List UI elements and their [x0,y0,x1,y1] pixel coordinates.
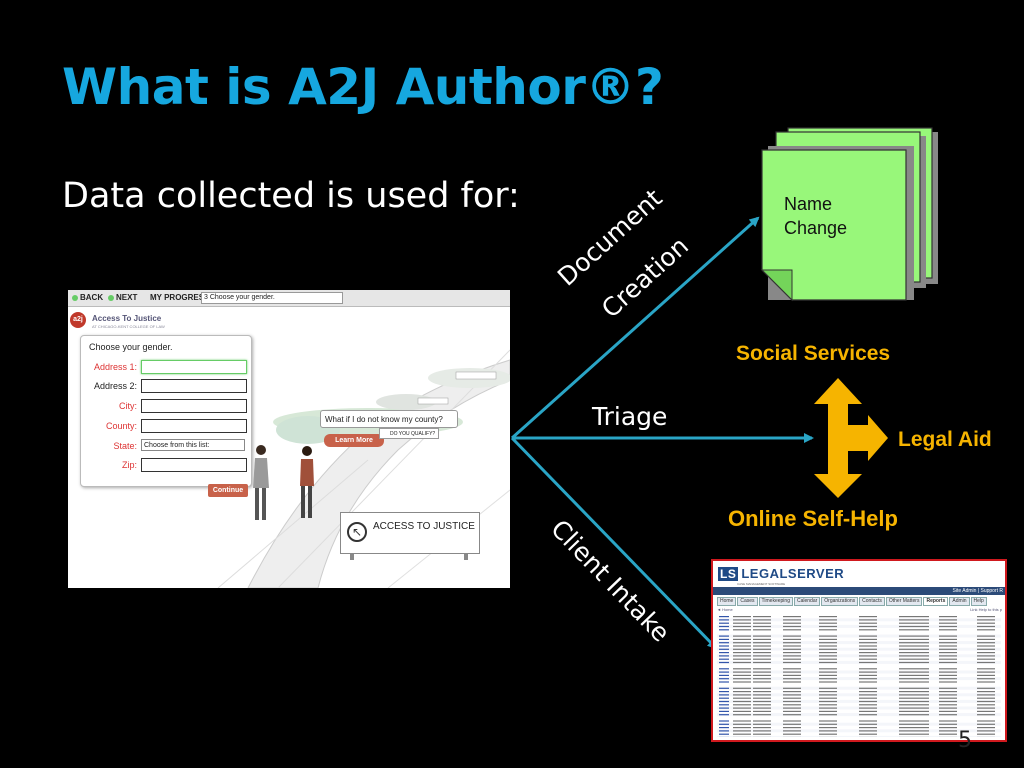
address1-label: Address 1: [93,362,137,372]
tab-calendar[interactable]: Calendar [793,597,821,606]
legalserver-tagline: CASE MANAGEMENT SOFTWARE [737,582,786,586]
a2j-back-button[interactable]: BACK [72,293,103,302]
address2-label: Address 2: [93,381,137,391]
document-title-line2: Change [784,218,848,238]
tab-reports[interactable]: Reports [923,597,949,606]
sign-text: ACCESS TO JUSTICE [373,521,475,532]
learn-more-button[interactable]: Learn More [324,434,384,447]
person-figure-left [253,445,269,520]
slide-subtitle: Data collected is used for: [62,176,520,216]
address1-input[interactable] [141,360,247,374]
tab-cases[interactable]: Cases [737,597,758,606]
city-label: City: [119,401,137,411]
city-input[interactable] [141,399,247,413]
tab-help[interactable]: Help [970,597,987,606]
help-question-bubble: What if I do not know my county? [320,410,458,428]
document-stack-icon [760,127,938,302]
legalserver-report-table [717,615,1001,737]
arrow-up-left-icon: ↖ [347,522,367,542]
triage-label: Triage [592,402,668,431]
address1-row: Address 1: [85,360,247,374]
a2j-progress-select[interactable]: 3 Choose your gender. [201,292,343,304]
zip-input[interactable] [141,458,247,472]
document-creation-arrow [511,216,760,440]
a2j-org-subtitle: AT CHICAGO-KENT COLLEGE OF LAW [92,324,165,329]
client-intake-arrow [510,436,718,650]
a2j-org-name: Access To Justice [92,314,162,323]
city-row: City: [85,399,247,413]
qualify-sign: DO YOU QUALIFY? [379,428,439,439]
a2j-top-navbar: BACK NEXT MY PROGRESS 3 Choose your gend… [68,290,510,307]
state-select[interactable]: Choose from this list: [141,439,245,451]
a2j-progress-label: MY PROGRESS [150,293,210,302]
access-to-justice-sign: ↖ ACCESS TO JUSTICE [340,512,480,554]
legalserver-breadcrumb[interactable]: ◄ Home [717,607,733,612]
a2j-logo-icon: a2j [70,312,86,328]
legal-aid-label: Legal Aid [898,428,992,451]
address2-input[interactable] [141,379,247,393]
slide-title: What is A2J Author®? [62,58,664,116]
tab-other-matters[interactable]: Other Matters [885,597,923,606]
address2-row: Address 2: [85,379,247,393]
tab-timekeeping[interactable]: Timekeeping [758,597,793,606]
branch-arrow-icon [814,378,888,498]
a2j-question-panel: Choose your gender. Address 1: Address 2… [80,335,252,487]
online-self-help-label: Online Self-Help [728,506,898,531]
page-number: 5 [958,728,972,753]
legalserver-header-bar [713,587,1005,595]
document-title-line1: Name [784,194,833,214]
document-card: Name Change [762,160,902,280]
tab-home[interactable]: Home [717,597,737,606]
a2j-screenshot: BACK NEXT MY PROGRESS 3 Choose your gend… [68,290,510,588]
legalserver-help-link[interactable]: Link Help to this p [970,607,1002,612]
social-services-label: Social Services [736,342,891,365]
tab-organizations[interactable]: Organizations [821,597,859,606]
zip-row: Zip: [85,458,247,472]
a2j-question-text: Choose your gender. [89,342,173,352]
legalserver-admin-links[interactable]: Site Admin | Support R [952,588,1004,594]
county-label: County: [105,421,137,431]
person-figure-right [300,446,314,518]
county-input[interactable] [141,419,247,433]
tab-admin[interactable]: Admin [949,597,970,606]
zip-label: Zip: [121,460,137,470]
continue-button[interactable]: Continue [208,484,248,497]
state-row: State: Choose from this list: [85,439,245,453]
tab-contacts[interactable]: Contacts [859,597,885,606]
state-label: State: [113,441,137,451]
a2j-next-button[interactable]: NEXT [108,293,137,302]
county-row: County: [85,419,247,433]
